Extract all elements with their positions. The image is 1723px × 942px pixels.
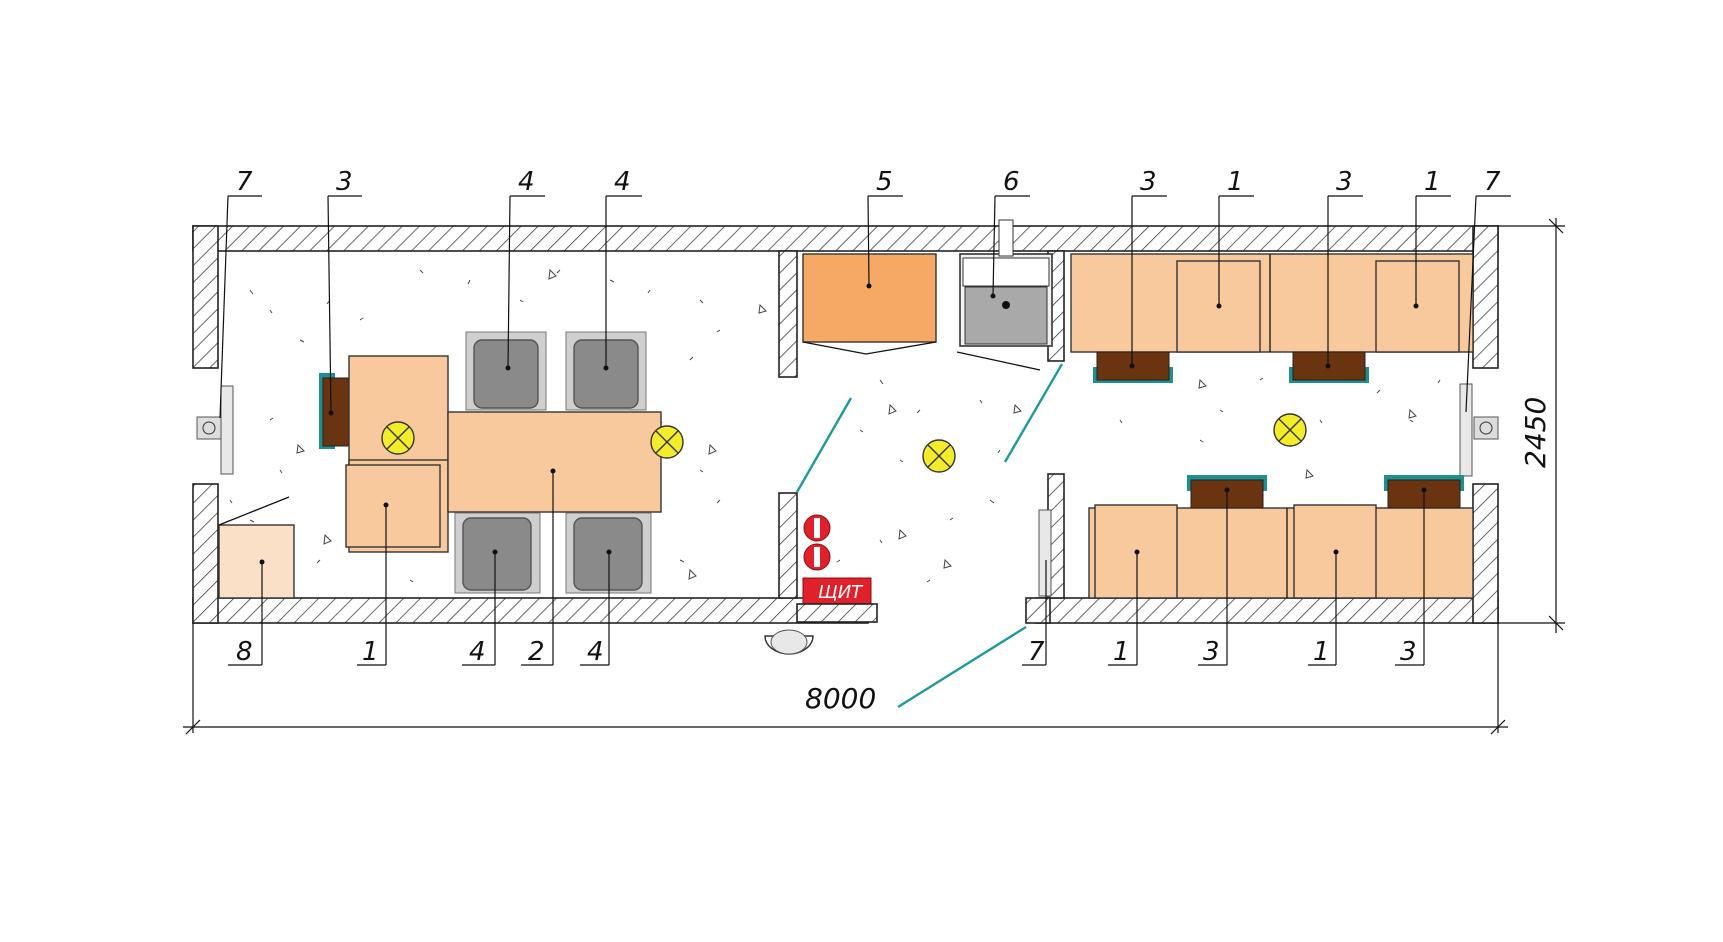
callout-label: 7 [1028, 637, 1045, 667]
dimension-length-label: 8000 [805, 682, 876, 715]
dimension-width-label: 2450 [1519, 397, 1552, 468]
shield-label: ЩИТ [818, 582, 864, 603]
air-conditioner-icon [1459, 383, 1499, 477]
callout-label: 1 [1424, 167, 1441, 197]
chair-2 [565, 331, 647, 411]
meeting-table [447, 411, 662, 513]
callout-label: 5 [876, 167, 893, 197]
chair-1 [465, 331, 547, 411]
callout-label: 4 [469, 637, 486, 667]
callout-label: 4 [587, 637, 604, 667]
callout-label: 3 [1203, 637, 1220, 667]
cabinet-8 [218, 496, 295, 599]
callout-label: 3 [1400, 637, 1417, 667]
callout-label: 8 [236, 637, 253, 667]
electric-shield-icon: ЩИТ [802, 577, 872, 605]
floor-texture [229, 268, 1441, 583]
door-swing [795, 363, 1064, 709]
callout-label: 3 [1140, 167, 1157, 197]
callout-label: 1 [1313, 637, 1330, 667]
callout-label: 3 [336, 167, 353, 197]
dimension-width [1498, 218, 1565, 633]
ceiling-lamp-icon [1273, 413, 1307, 447]
callout-label: 4 [518, 167, 535, 197]
air-conditioner-icon [196, 385, 234, 475]
radiator-top-2 [1289, 351, 1369, 383]
callout-label: 3 [1336, 167, 1353, 197]
callout-label: 6 [1003, 167, 1020, 197]
desk-row-bottom [1088, 504, 1474, 599]
desk-row-top [1070, 253, 1474, 353]
fire-extinguisher-icon [803, 514, 831, 571]
callout-label: 7 [1484, 167, 1501, 197]
leader-lines [219, 195, 1511, 666]
radiator-bottom-2 [1384, 475, 1464, 509]
cabinet-5 [802, 253, 937, 355]
ceiling-lamp-icon [650, 425, 684, 459]
callout-label: 4 [614, 167, 631, 197]
outdoor-light-icon [764, 629, 814, 655]
callout-label: 1 [1113, 637, 1130, 667]
air-conditioner-icon [1038, 509, 1052, 597]
chair-3 [454, 512, 541, 594]
ceiling-lamp-icon [922, 439, 956, 473]
callout-label: 7 [236, 167, 253, 197]
callout-label: 1 [1227, 167, 1244, 197]
sink-6 [956, 219, 1053, 371]
callouts-bottom: 8 1 4 2 4 7 1 3 1 3 [236, 637, 1417, 667]
radiator-left [319, 373, 354, 449]
callouts-top: 7 3 4 4 5 6 3 1 3 1 7 [236, 167, 1501, 197]
callout-label: 1 [362, 637, 379, 667]
ceiling-lamp-icon [381, 421, 415, 455]
callout-label: 2 [528, 637, 545, 667]
dimension-length [183, 623, 1508, 735]
